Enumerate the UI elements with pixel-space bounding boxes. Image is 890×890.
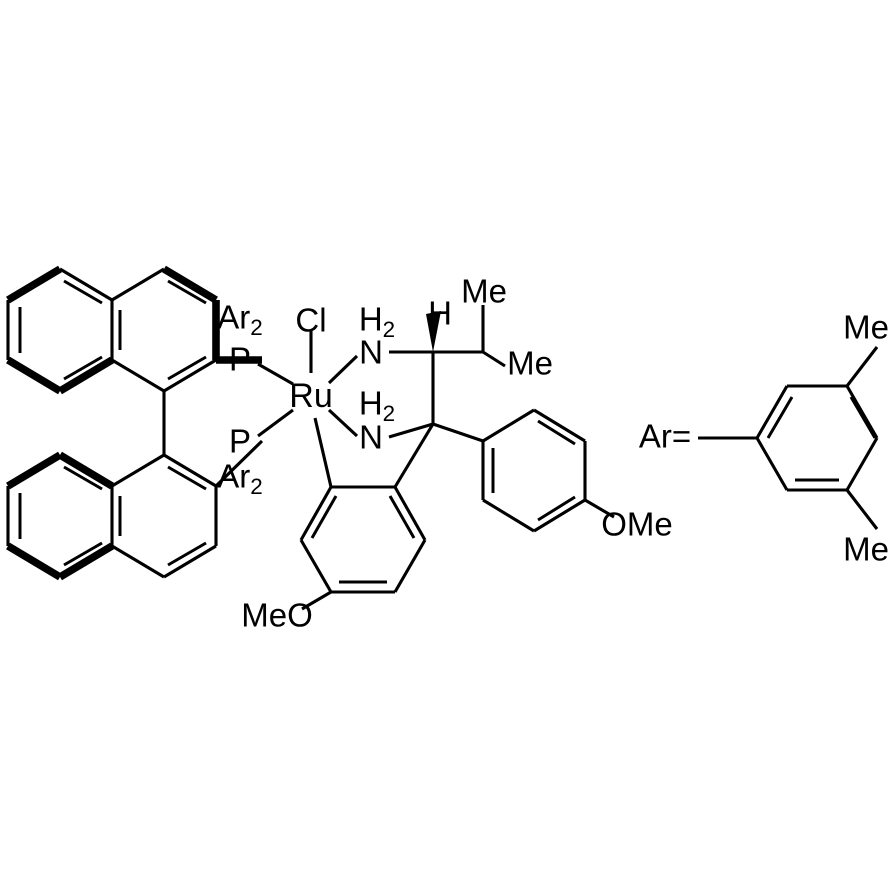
aryl2-label-top: Ar2: [217, 298, 263, 340]
legend-methyl-bottom: Me: [843, 530, 889, 568]
methoxy-label-right: OMe: [601, 505, 673, 543]
ru-coordination-bonds: [257, 330, 359, 488]
stereo-hydrogen-label: H: [428, 294, 452, 332]
binaphthyl-upper-left-ring: [6, 265, 114, 395]
methyl-label-lower: Me: [507, 344, 553, 382]
chloride-label: Cl: [295, 301, 327, 339]
nitrogen-label-bottom: N: [359, 418, 383, 456]
aryl-ring-methoxy: [432, 408, 615, 533]
phosphorus-label-top: P: [228, 340, 252, 378]
amine-hydrogens-top: H2: [358, 300, 396, 342]
phosphorus-label-bottom: P: [228, 422, 252, 460]
ruthenium-label: Ru: [289, 377, 333, 415]
bond-naphthyl-to-phosphorus-bottom: [214, 439, 264, 488]
amine-hydrogens-bottom: H2: [358, 384, 396, 426]
legend-methyl-top: Me: [843, 308, 889, 346]
binaphthyl-upper-right-ring: [111, 265, 220, 393]
isopropyl-group: [426, 305, 506, 368]
legend-xylyl-ring: [698, 346, 879, 530]
methoxy-label-bottom: MeO: [241, 596, 313, 634]
methyl-label-upper: Me: [461, 272, 507, 310]
nitrogen-label-top: N: [359, 333, 383, 371]
binaphthyl-lower-left-ring: [6, 451, 114, 581]
aryl2-label-bottom: Ar2: [217, 457, 263, 499]
binaphthyl-lower-right-ring: [110, 453, 218, 579]
legend-ar-equals-label: Ar=: [638, 417, 692, 455]
diamine-backbone: [388, 350, 435, 439]
aryl-ring-metalated: [299, 423, 435, 611]
